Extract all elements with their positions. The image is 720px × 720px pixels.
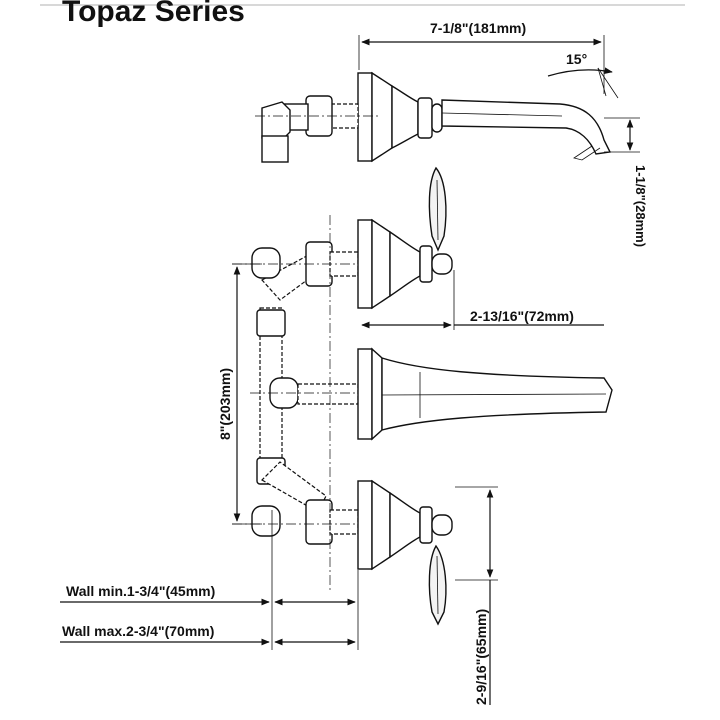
dim-wall-max: Wall max.2-3/4"(70mm): [62, 623, 214, 639]
side-view-spout: [255, 71, 612, 163]
dim-handle-height: 2-9/16"(65mm): [473, 609, 489, 705]
series-title: Topaz Series: [62, 0, 245, 28]
dim-handle-projection: 2-13/16"(72mm): [470, 308, 574, 324]
lower-handle: [357, 479, 453, 626]
dim-wall-min: Wall min.1-3/4"(45mm): [66, 583, 215, 599]
rough-in-valve-dashed: [232, 215, 380, 590]
dim-spout-length: 7-1/8"(181mm): [430, 20, 526, 36]
dim-spout-drop: 1-1/8"(28mm): [633, 165, 648, 247]
spout-plan-view: [357, 347, 613, 441]
dim-spout-angle: 15°: [566, 51, 587, 67]
upper-handle: [357, 166, 453, 310]
dim-center-spacing: 8"(203mm): [217, 368, 233, 440]
